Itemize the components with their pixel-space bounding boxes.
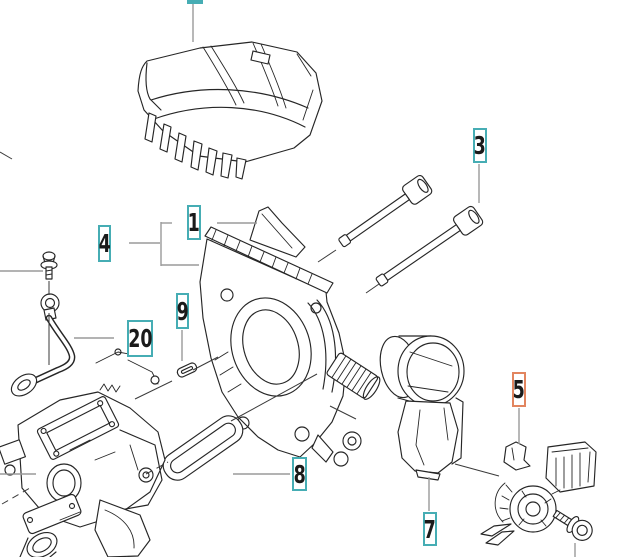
assembly-axis-line — [1, 487, 31, 505]
fuel-pipe-drawing — [10, 251, 76, 397]
gasket-drawing — [162, 415, 244, 481]
part-label-top-cutoff[interactable] — [187, 0, 203, 4]
assembly-axis-line — [192, 356, 219, 371]
assembly-axis-line — [0, 151, 13, 160]
clip-drawing — [176, 362, 198, 378]
part-label-number: 4 — [98, 229, 111, 258]
part-label-9[interactable]: 9 — [176, 293, 189, 329]
part-label-number: 20 — [127, 324, 153, 353]
air-filter-cover-drawing — [137, 41, 323, 180]
assembly-axis-line — [145, 461, 169, 475]
part-label-20[interactable]: 20 — [127, 320, 153, 357]
part-label-4[interactable]: 4 — [98, 225, 111, 262]
part-label-8[interactable]: 8 — [292, 457, 307, 491]
part-label-7[interactable]: 7 — [423, 512, 437, 546]
part-label-5[interactable]: 5 — [512, 372, 526, 407]
assembly-axis-line — [134, 380, 173, 400]
assembly-axis-line — [454, 463, 500, 477]
part-label-number: 8 — [293, 459, 306, 489]
part-label-1[interactable]: 1 — [187, 205, 201, 240]
part-label-3[interactable]: 3 — [473, 128, 487, 163]
assembly-axis-line — [230, 373, 318, 422]
part-label-number: 3 — [473, 131, 487, 160]
chain-brake-hub-drawing — [480, 441, 597, 546]
assembly-axis-line — [317, 249, 337, 263]
screw-drawing — [552, 509, 593, 541]
part-label-number: 1 — [187, 208, 201, 237]
part-label-number: 7 — [423, 514, 437, 544]
assembly-axis-line — [365, 283, 380, 294]
part-label-number: 9 — [176, 296, 189, 326]
part-label-number: 5 — [512, 375, 526, 404]
intake-elbow-drawing — [379, 335, 465, 481]
mounting-bolt-upper-drawing — [338, 174, 433, 248]
cylinder-cover-drawing — [199, 206, 381, 467]
assembly-axis-line — [329, 405, 357, 420]
carburetor-drawing — [0, 348, 166, 557]
mounting-bolt-lower-drawing — [375, 205, 484, 287]
